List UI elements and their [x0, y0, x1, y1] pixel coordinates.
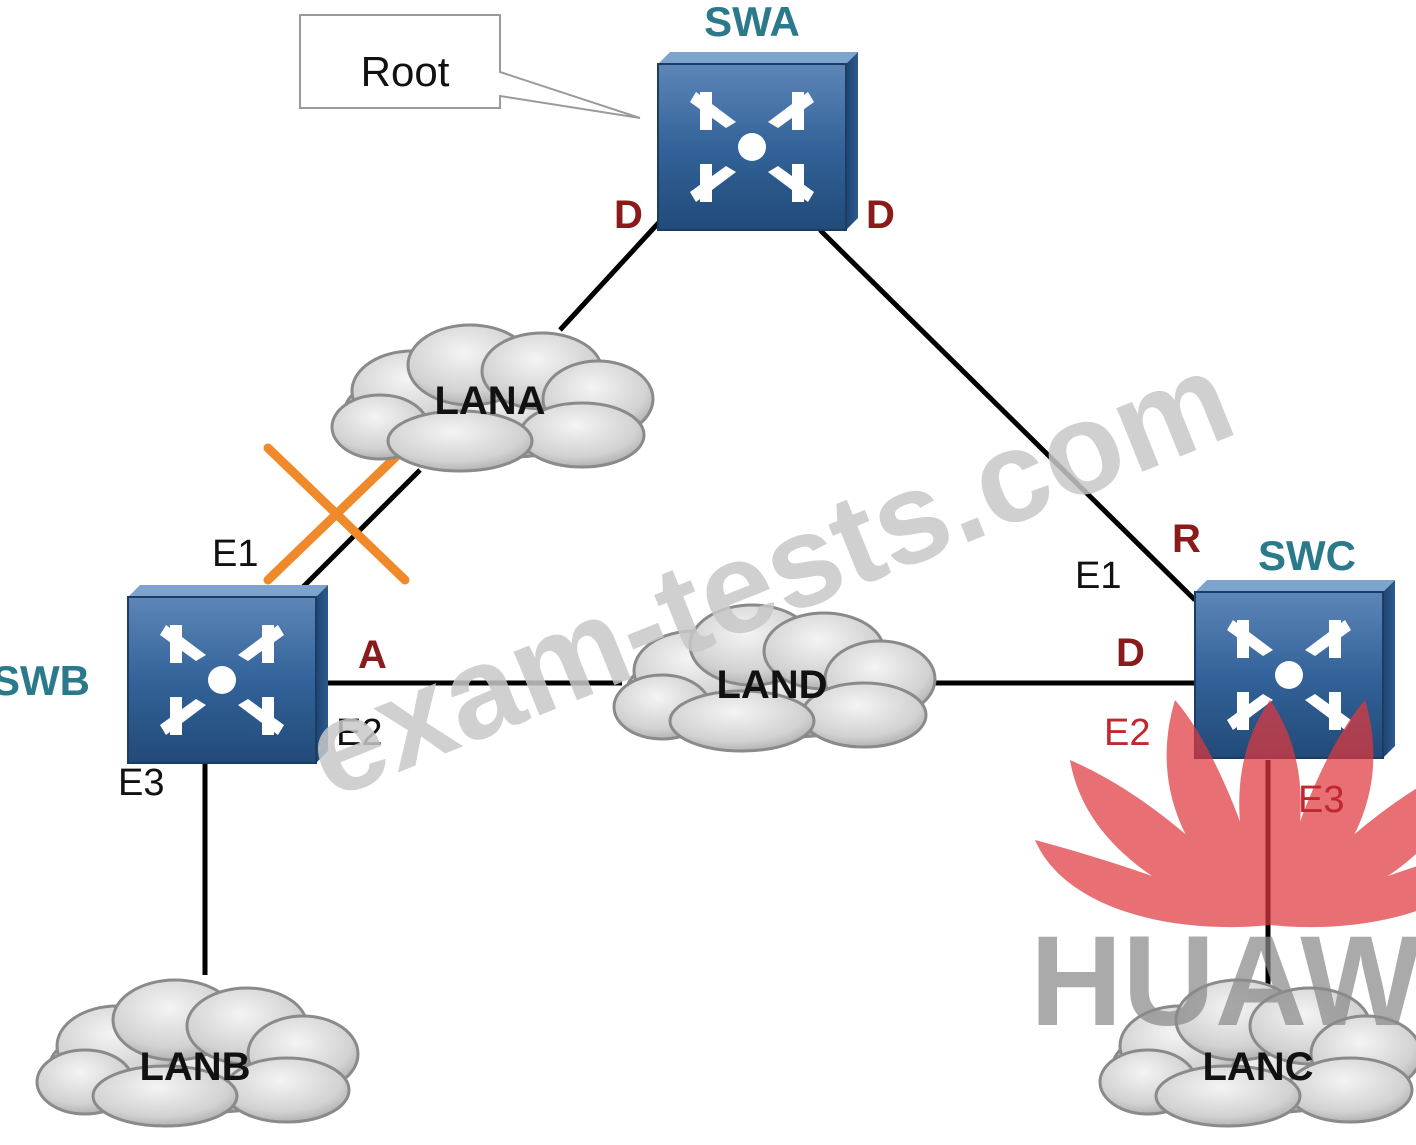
swa-left-port-role: D [614, 193, 643, 237]
swa-right-port-role: D [866, 193, 895, 237]
lana-label: LANA [434, 379, 545, 423]
swb-name: SWB [0, 657, 90, 704]
land-label: LAND [716, 663, 827, 707]
link-swa-lana [558, 203, 677, 332]
lanc-label: LANC [1202, 1045, 1313, 1089]
swb-e2-role: A [358, 633, 387, 677]
swc-e2-role: D [1116, 631, 1145, 675]
root-callout: Root [299, 14, 641, 119]
blocked-port-marker [263, 443, 410, 585]
root-callout-text: Root [361, 48, 450, 95]
lanb-label: LANB [139, 1045, 250, 1089]
huawei-logo: HUAWEI [1030, 700, 1416, 1053]
swc-e3-label: E3 [1298, 779, 1344, 821]
swc-e2-label: E2 [1104, 712, 1150, 754]
swa-name: SWA [704, 0, 800, 45]
swc-e1-role: R [1172, 517, 1201, 561]
swb-e2-label: E2 [336, 712, 382, 754]
swb-switch-icon [127, 584, 329, 764]
swb-e1-label: E1 [212, 533, 258, 575]
huawei-logo-text: HUAWEI [1030, 910, 1416, 1053]
swc-e1-label: E1 [1075, 555, 1121, 597]
swa-switch-icon [657, 51, 859, 231]
swc-name: SWC [1258, 532, 1356, 579]
link-swa-swc [818, 228, 1197, 602]
swb-e3-label: E3 [118, 762, 164, 804]
